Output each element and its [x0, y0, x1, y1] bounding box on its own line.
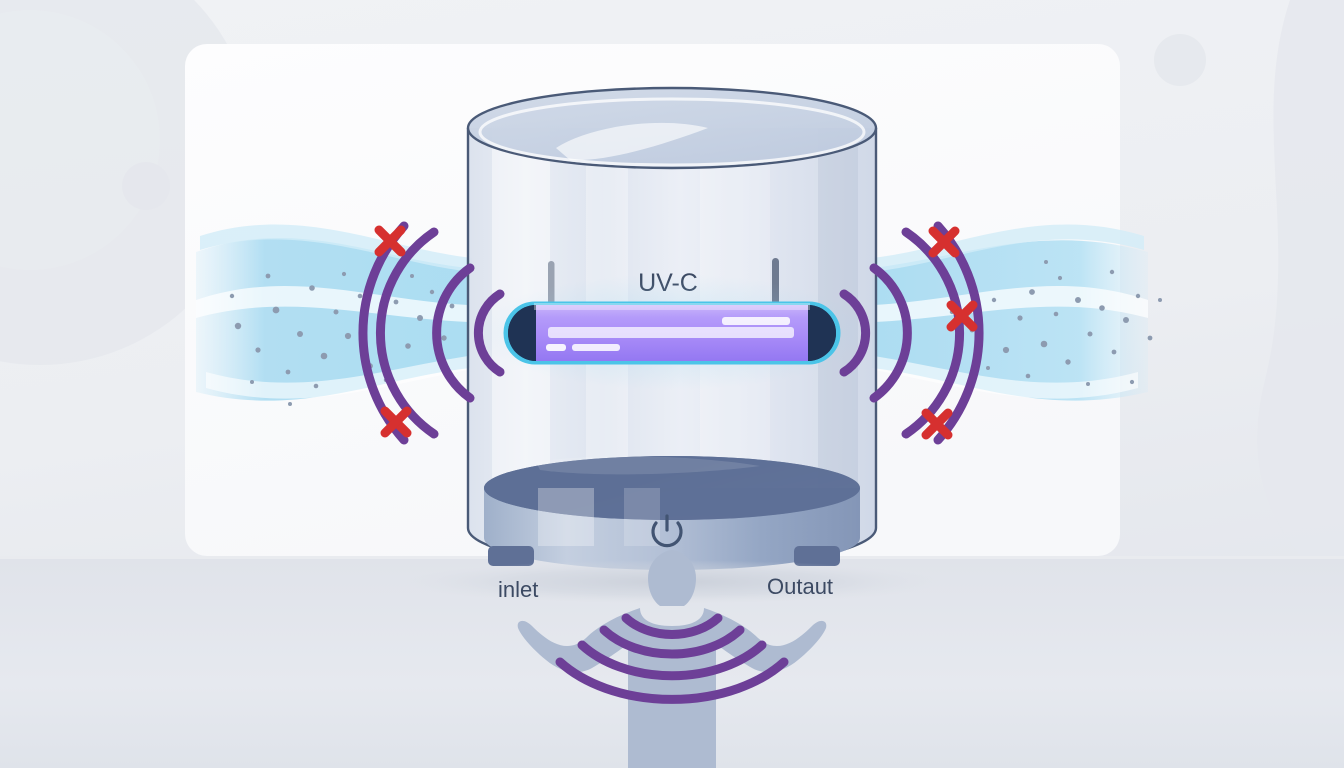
person-head	[648, 550, 696, 606]
dust-particles	[229, 271, 455, 406]
decor-blob	[1257, 0, 1344, 600]
power-icon[interactable]	[651, 514, 683, 548]
base-top-sheen	[536, 456, 760, 475]
lamp-highlight-bar	[722, 317, 790, 325]
cylinder-top-innerline	[478, 97, 866, 167]
base-foot-right	[794, 546, 840, 566]
lamp-highlight-bar	[572, 344, 620, 351]
cylinder-top-outline	[466, 86, 878, 170]
lamp-top-sheen	[534, 303, 810, 310]
base-highlight	[538, 488, 594, 546]
uv-c-lamp[interactable]	[476, 274, 868, 390]
base-foot-left	[488, 546, 534, 566]
uv-arc	[432, 263, 475, 403]
airflow-band	[872, 224, 1144, 272]
x-mark-icon	[946, 300, 978, 332]
x-mark-icon	[921, 408, 953, 440]
uv-arc	[577, 640, 767, 681]
airflow-band	[196, 238, 470, 401]
base-top-fill	[484, 456, 860, 520]
lamp-highlight-bar	[546, 344, 566, 351]
uv-arc	[839, 289, 871, 377]
airflow-band	[200, 224, 472, 272]
x-mark-icon	[380, 406, 412, 438]
top-specular-highlight	[556, 122, 708, 161]
purified-air-outflow	[872, 224, 1162, 401]
decor-circle	[0, 10, 160, 270]
output-label: Outaut	[767, 574, 833, 599]
decor-circle	[1154, 34, 1206, 86]
person-silhouette	[517, 550, 827, 768]
airflow-highlight	[196, 285, 468, 322]
x-mark-icon	[928, 226, 960, 258]
uv-arc	[599, 625, 745, 659]
uv-arc	[473, 289, 505, 377]
dust-particles	[949, 260, 1162, 386]
airflow-highlight	[874, 356, 1138, 399]
decor-circle	[122, 162, 170, 210]
airflow-band	[872, 240, 1148, 401]
airflow-highlight	[874, 285, 1148, 322]
purifier-base[interactable]	[484, 456, 860, 570]
uv-arc	[869, 263, 912, 403]
airflow-highlight	[206, 356, 468, 399]
inlet-label: inlet	[498, 577, 538, 602]
lamp-glass-outline	[503, 301, 841, 365]
uv-emission-person	[555, 613, 789, 704]
uv-arc	[621, 613, 723, 639]
x-mark-icon	[374, 225, 406, 257]
person-body	[517, 608, 827, 768]
contaminated-air-inflow	[196, 224, 472, 406]
uv-arc	[555, 657, 789, 704]
warning-x-marks	[374, 225, 978, 440]
lamp-highlight-bar	[548, 327, 794, 338]
